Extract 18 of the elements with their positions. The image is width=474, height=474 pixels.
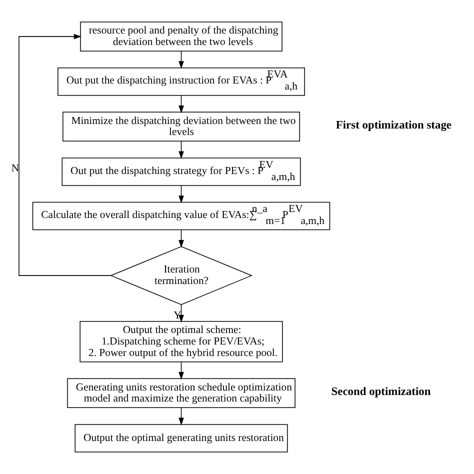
- node-diamond: Iteration termination?: [110, 246, 253, 305]
- node-box: Minimize the dispatching deviation between the two levels: [62, 112, 300, 142]
- arrow: [178, 362, 184, 380]
- arrow: [178, 229, 184, 248]
- node-box: Generating units restoration schedule optimization model and maximize the generation capability: [67, 378, 296, 408]
- arrow: [18, 34, 112, 276]
- arrow: [178, 50, 184, 69]
- node-box: resource pool and penalty of the dispatching deviation between the two levels: [80, 22, 282, 52]
- node-box: Output the optimal generating units restoration: [74, 424, 288, 452]
- edge-label: Y: [174, 310, 182, 322]
- arrow: [178, 141, 184, 159]
- label: First optimization stage: [336, 120, 452, 132]
- arrow: [178, 304, 184, 322]
- arrow: [178, 185, 184, 204]
- label: Second optimization: [331, 386, 431, 398]
- node-box: Output the optimal scheme: 1.Dispatching scheme for PEV/EVAs; 2. Power output of the hybrid resource pool.: [80, 321, 283, 362]
- arrow: [178, 95, 184, 114]
- arrow: [178, 408, 184, 426]
